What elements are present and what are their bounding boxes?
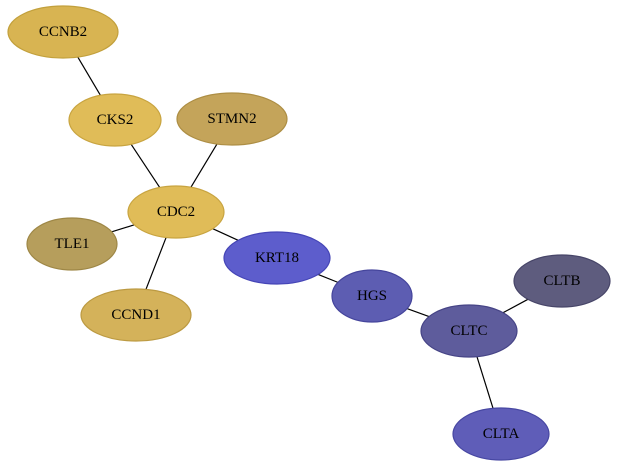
edge-cltc-clta [476, 356, 494, 409]
node-ellipse[interactable] [420, 304, 518, 358]
node-tle1[interactable]: TLE1 [26, 217, 118, 271]
node-clta[interactable]: CLTA [452, 407, 550, 461]
edge-stmn2-cdc2 [190, 143, 218, 188]
node-label: HGS [357, 288, 387, 304]
node-cltc[interactable]: CLTC [420, 304, 518, 358]
node-label: CCND1 [111, 307, 160, 323]
node-label: CLTB [544, 273, 581, 289]
node-stmn2[interactable]: STMN2 [176, 92, 288, 146]
node-ellipse[interactable] [223, 231, 331, 285]
node-ellipse[interactable] [331, 269, 413, 323]
node-label: STMN2 [207, 111, 256, 127]
node-label: CLTC [451, 323, 488, 339]
node-label: CKS2 [97, 112, 134, 128]
node-ellipse[interactable] [452, 407, 550, 461]
node-ellipse[interactable] [80, 288, 192, 342]
edge-hgs-cltc [406, 308, 430, 318]
node-label: CDC2 [157, 204, 195, 220]
edge-cks2-cdc2 [130, 144, 161, 188]
node-cks2[interactable]: CKS2 [68, 93, 162, 147]
node-ccnb2[interactable]: CCNB2 [7, 5, 119, 59]
node-ellipse[interactable] [176, 92, 288, 146]
node-ellipse[interactable] [26, 217, 118, 271]
edge-tle1-cdc2 [111, 224, 135, 233]
edge-ccnd1-cdc2 [145, 237, 167, 290]
node-label: CCNB2 [39, 24, 87, 40]
node-label: TLE1 [55, 236, 90, 252]
node-cltb[interactable]: CLTB [513, 254, 611, 308]
edge-ccnb2-cks2 [77, 56, 101, 96]
node-ellipse[interactable] [513, 254, 611, 308]
node-krt18[interactable]: KRT18 [223, 231, 331, 285]
node-ellipse[interactable] [127, 185, 225, 239]
node-ellipse[interactable] [7, 5, 119, 59]
edge-cltc-cltb [502, 298, 529, 314]
edge-krt18-hgs [317, 273, 339, 283]
node-ellipse[interactable] [68, 93, 162, 147]
node-label: CLTA [483, 426, 520, 442]
node-label: KRT18 [255, 250, 299, 266]
node-cdc2[interactable]: CDC2 [127, 185, 225, 239]
edges-layer [77, 56, 529, 409]
edge-cdc2-krt18 [212, 228, 239, 241]
node-ccnd1[interactable]: CCND1 [80, 288, 192, 342]
node-hgs[interactable]: HGS [331, 269, 413, 323]
